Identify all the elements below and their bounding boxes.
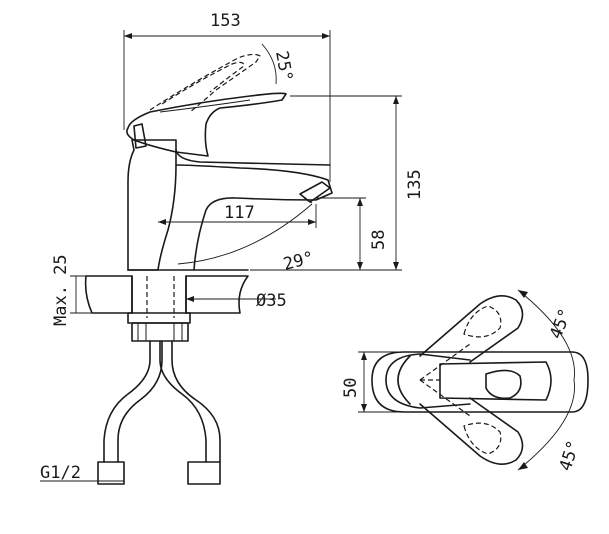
dim-hole-diameter: Ø35: [256, 291, 287, 311]
countertop-section: [84, 275, 249, 314]
mounting-stud: [146, 276, 175, 318]
dim-top-view-width: 50: [341, 378, 361, 398]
spout-outline: [371, 351, 589, 413]
dim-lever-angle: 25°: [271, 49, 296, 83]
lever-lower: [419, 397, 524, 465]
lever-center: [439, 361, 552, 401]
dim-max-thickness: Max. 25: [51, 254, 71, 326]
dim-rotation-upper: 45°: [546, 306, 576, 342]
dim-height: 135: [405, 169, 425, 200]
dim-spout-height: 58: [369, 230, 389, 250]
dim-spout-reach: 117: [224, 203, 255, 223]
dim-spout-angle: 29°: [281, 248, 316, 275]
side-view: [40, 30, 402, 485]
flexible-hoses: [97, 312, 221, 485]
lever-down: [126, 92, 287, 157]
top-view: [358, 289, 589, 471]
lever-upper: [419, 295, 524, 363]
dim-overall-width: 153: [210, 11, 241, 31]
dim-connection: G1/2: [40, 463, 81, 483]
dim-rotation-lower: 45°: [556, 438, 585, 473]
side-view-dimensions: [40, 30, 402, 482]
lever-raised: [149, 53, 261, 113]
